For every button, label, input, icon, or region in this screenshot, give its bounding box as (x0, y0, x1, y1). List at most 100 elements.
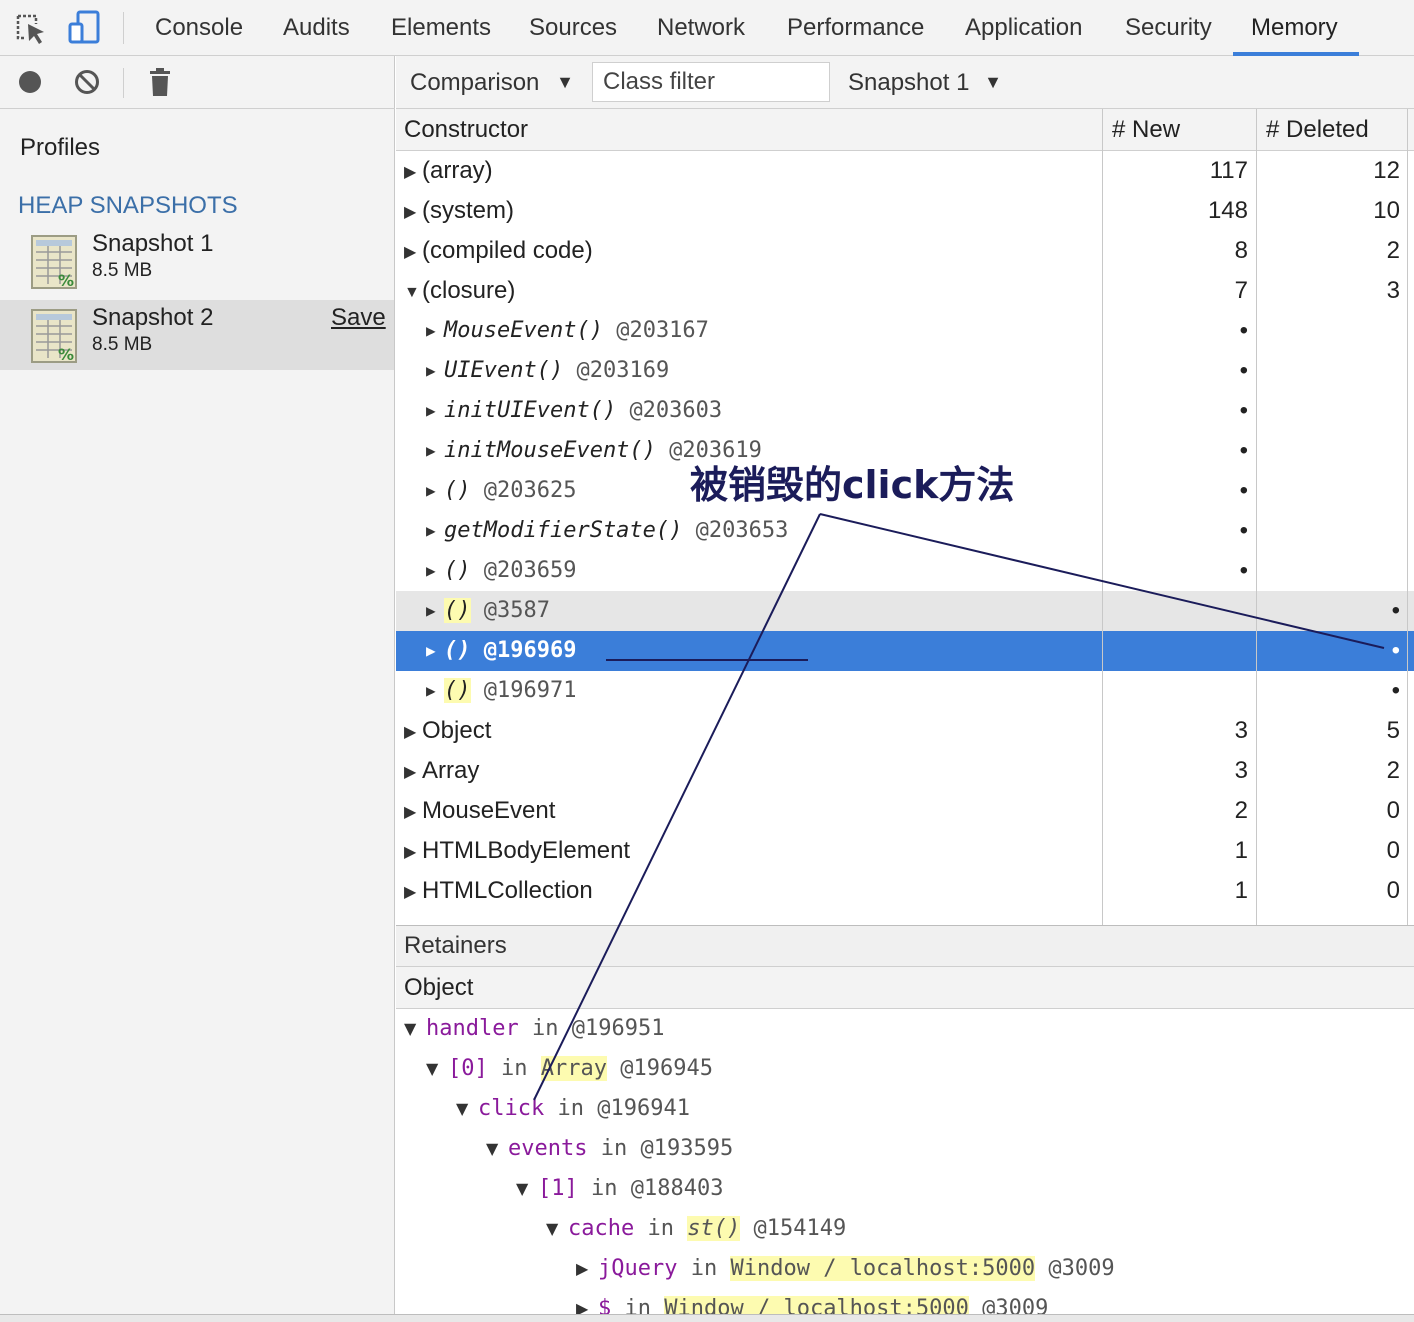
table-row[interactable]: ▶MouseEvent() @203167 • (396, 311, 1414, 351)
grid-header: Constructor # New # Deleted (396, 109, 1414, 151)
snapshot-size: 8.5 MB (92, 260, 153, 281)
dropdown-arrow-icon: ▼ (556, 72, 574, 92)
snapshot-item-2[interactable]: % Snapshot 2 8.5 MB Save (0, 300, 394, 370)
tab-memory[interactable]: Memory (1251, 14, 1338, 41)
tab-performance[interactable]: Performance (787, 14, 925, 41)
profiles-toolbar (0, 56, 395, 109)
constructor-cell: ▶(compiled code) (404, 237, 593, 264)
tab-application[interactable]: Application (965, 14, 1083, 41)
new-count: • (1239, 477, 1248, 504)
table-row[interactable]: ▶Array 3 2 (396, 751, 1414, 791)
new-count: 2 (1234, 797, 1248, 824)
tab-network[interactable]: Network (657, 14, 746, 41)
deleted-count: 2 (1386, 757, 1400, 784)
table-row[interactable]: ▶initMouseEvent() @203619 • (396, 431, 1414, 471)
tab-security[interactable]: Security (1125, 14, 1212, 41)
closure-cell: ▶getModifierState() @203653 (426, 518, 789, 543)
inspect-element-icon[interactable] (14, 12, 48, 46)
table-row[interactable]: ▶UIEvent() @203169 • (396, 351, 1414, 391)
new-count: 7 (1234, 277, 1248, 304)
deleted-count: • (1391, 677, 1400, 704)
annotation-label: 被销毁的click方法 (690, 463, 1015, 507)
table-row[interactable]: ▶(system) 148 10 (396, 191, 1414, 231)
base-snapshot-select[interactable]: Snapshot 1 ▼ (848, 56, 1002, 109)
table-row[interactable]: ▶HTMLCollection 1 0 (396, 871, 1414, 911)
tab-elements[interactable]: Elements (391, 14, 492, 41)
grid-body: ▶(array) 117 12 ▶(system) 148 10 ▶(compi… (396, 151, 1414, 925)
retainers-header[interactable]: Retainers (396, 925, 1414, 967)
constructor-cell: ▶(array) (404, 157, 493, 184)
table-row[interactable]: ▶(compiled code) 8 2 (396, 231, 1414, 271)
record-icon[interactable] (18, 70, 42, 94)
table-row[interactable]: ▶HTMLBodyElement 1 0 (396, 831, 1414, 871)
svg-text:%: % (58, 271, 74, 290)
table-row[interactable]: ▶(array) 117 12 (396, 151, 1414, 191)
deleted-count: • (1391, 597, 1400, 624)
deleted-count: 0 (1386, 877, 1400, 904)
retainer-row[interactable]: ▼cache in st() @154149 (546, 1216, 847, 1241)
retainer-row[interactable]: ▼click in @196941 (456, 1096, 690, 1121)
deleted-count: 0 (1386, 797, 1400, 824)
device-toolbar-icon[interactable] (66, 10, 102, 46)
deleted-count: 10 (1373, 197, 1400, 224)
snapshot-title: Snapshot 2 (92, 304, 214, 331)
retainer-row[interactable]: ▼handler in @196951 (404, 1016, 665, 1041)
deleted-count: 2 (1386, 237, 1400, 264)
table-row[interactable]: ▶() @196971 • (396, 671, 1414, 711)
clear-all-icon[interactable] (74, 69, 100, 95)
constructor-cell: ▶MouseEvent (404, 797, 556, 824)
retainer-row[interactable]: ▼[0] in Array @196945 (426, 1056, 713, 1081)
table-row[interactable]: ▼(closure) 7 3 (396, 271, 1414, 311)
table-row[interactable]: ▶getModifierState() @203653 • (396, 511, 1414, 551)
trash-icon[interactable] (148, 68, 172, 96)
deleted-count: • (1391, 637, 1400, 664)
new-count: • (1239, 557, 1248, 584)
retainers-title: Retainers (404, 932, 507, 959)
retainer-row[interactable]: ▶$ in Window / localhost:5000 @3009 (576, 1289, 1048, 1314)
view-mode-select[interactable]: Comparison ▼ (410, 56, 574, 109)
heap-snapshots-section: HEAP SNAPSHOTS (18, 192, 238, 219)
table-row[interactable]: ▶() @203625 • (396, 471, 1414, 511)
tab-bar-separator (123, 12, 124, 44)
tab-console[interactable]: Console (155, 14, 244, 41)
devtools-tab-bar: Console Audits Elements Sources Network … (0, 0, 1414, 56)
constructor-cell: ▶(system) (404, 197, 514, 224)
table-row[interactable]: ▶Object 3 5 (396, 711, 1414, 751)
table-row[interactable]: ▶MouseEvent 2 0 (396, 791, 1414, 831)
constructor-cell: ▶Object (404, 717, 492, 744)
drawer-bar (0, 1314, 1414, 1322)
deleted-count: 0 (1386, 837, 1400, 864)
closure-cell: ▶() @203625 (426, 478, 577, 503)
constructor-cell: ▼(closure) (404, 277, 516, 304)
selected-table-row[interactable]: ▶() @196969 • (396, 631, 1414, 671)
class-filter-input[interactable] (592, 62, 830, 102)
profiles-heading: Profiles (20, 134, 101, 161)
table-row[interactable]: ▶() @203659 • (396, 551, 1414, 591)
retainer-row[interactable]: ▼[1] in @188403 (516, 1176, 724, 1201)
tab-sources[interactable]: Sources (529, 14, 618, 41)
new-count: 8 (1234, 237, 1248, 264)
new-count: • (1239, 397, 1248, 424)
column-object[interactable]: Object (404, 974, 474, 1001)
table-row[interactable]: ▶initUIEvent() @203603 • (396, 391, 1414, 431)
new-count: • (1239, 357, 1248, 384)
snapshot-toolbar: Comparison ▼ Snapshot 1 ▼ (396, 56, 1414, 109)
closure-cell: ▶initMouseEvent() @203619 (426, 438, 762, 463)
table-row[interactable]: ▶() @3587 • (396, 591, 1414, 631)
new-count: 148 (1207, 197, 1248, 224)
closure-cell: ▶() @196971 (426, 678, 577, 703)
column-new[interactable]: # New (1112, 116, 1181, 143)
retainer-row[interactable]: ▶jQuery in Window / localhost:5000 @3009 (576, 1256, 1115, 1281)
tab-audits[interactable]: Audits (283, 14, 350, 41)
snapshot-item-1[interactable]: % Snapshot 1 8.5 MB (0, 226, 394, 296)
column-deleted[interactable]: # Deleted (1266, 116, 1369, 143)
column-constructor[interactable]: Constructor (404, 116, 529, 143)
svg-text:%: % (58, 345, 74, 364)
heap-snapshot-icon: % (30, 234, 78, 290)
retainers-tree: ▼handler in @196951 ▼[0] in Array @19694… (396, 1009, 1407, 1314)
constructor-cell: ▶HTMLBodyElement (404, 837, 631, 864)
save-snapshot-link[interactable]: Save (331, 304, 386, 331)
active-tab-indicator (1233, 52, 1359, 56)
heap-snapshot-view: Comparison ▼ Snapshot 1 ▼ Constructor # … (396, 56, 1414, 1322)
retainer-row[interactable]: ▼events in @193595 (486, 1136, 734, 1161)
